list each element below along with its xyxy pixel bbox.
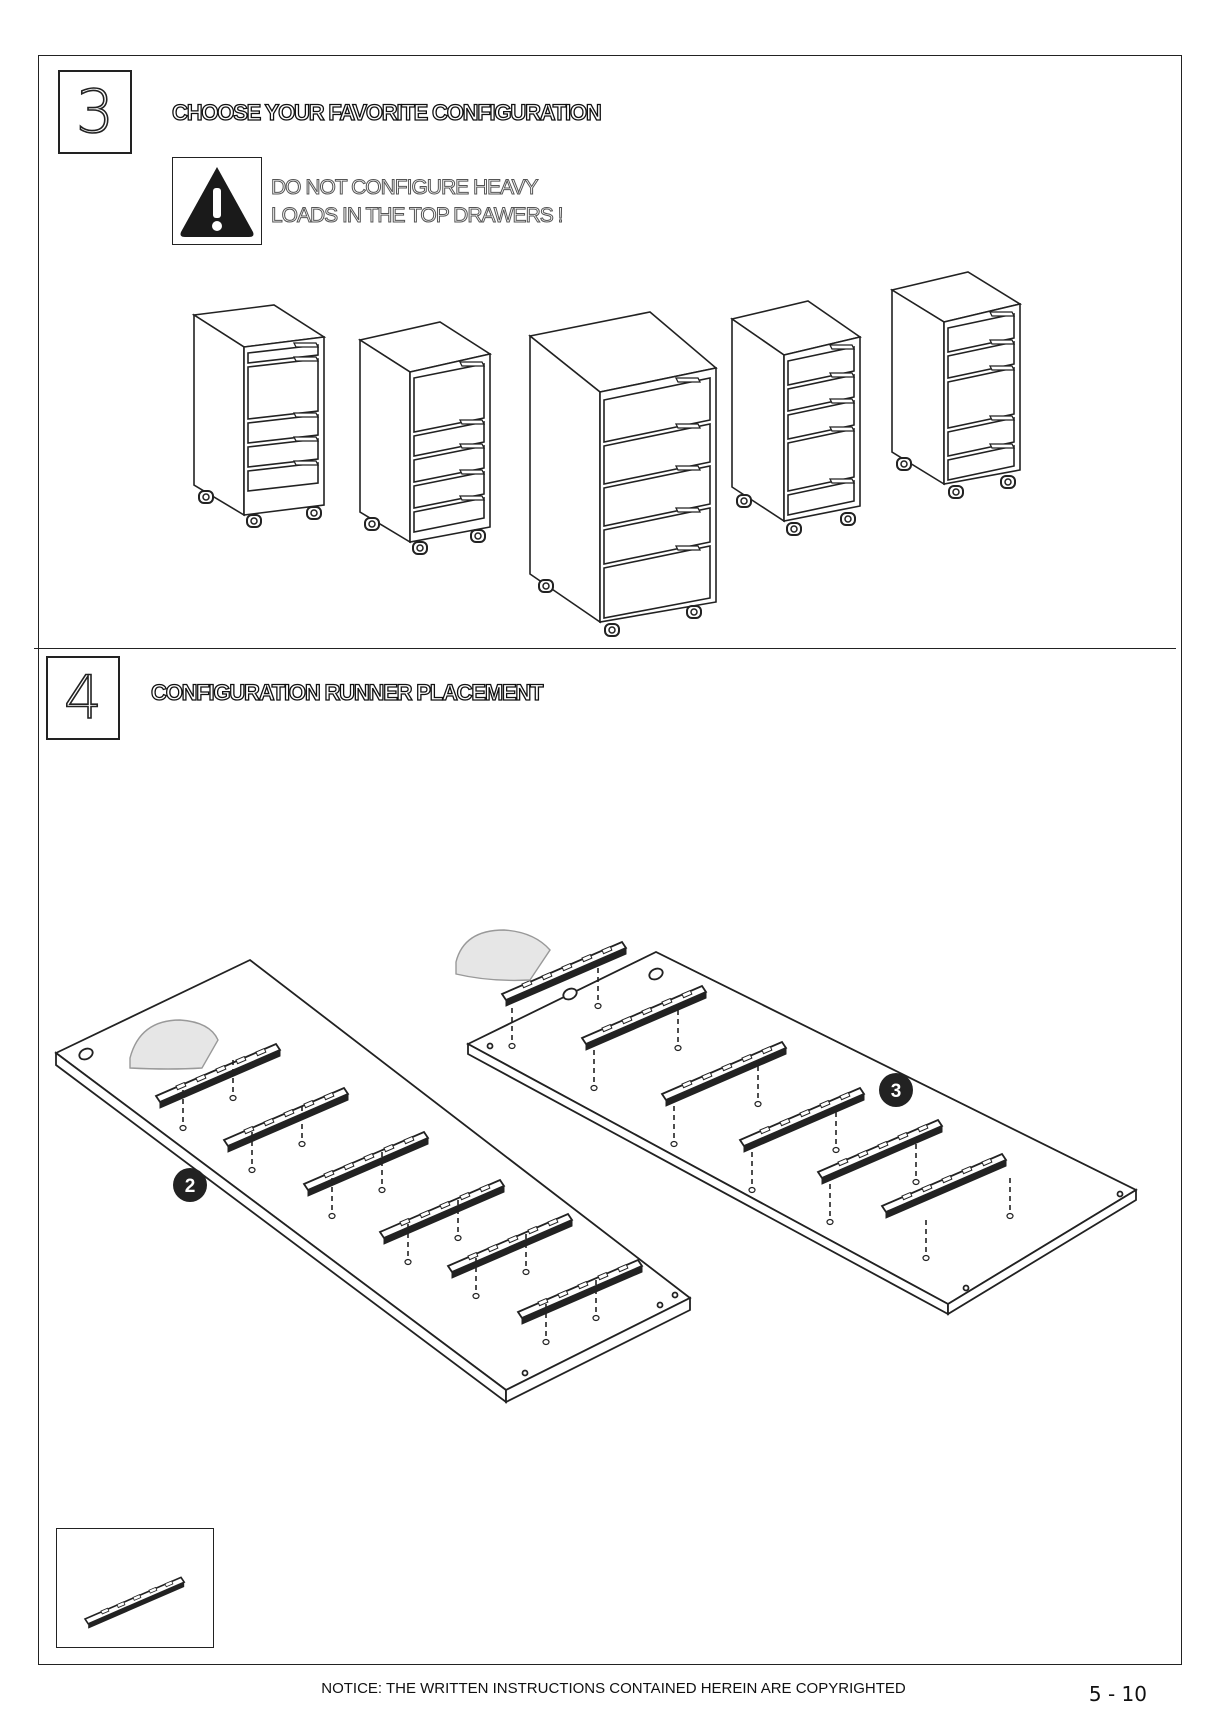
panel-2-label-text: 2: [185, 1176, 196, 1197]
runner-placement-diagram: 2 3: [50, 910, 1150, 1430]
step-3-title: CHOOSE YOUR FAVORITE CONFIGURATION: [172, 100, 601, 126]
cabinet-configurations: [180, 260, 1060, 640]
page-number: 5 - 10: [1089, 1682, 1147, 1706]
runner-detail-box: [56, 1528, 214, 1648]
cabinet-4: [732, 301, 860, 535]
copyright-notice: NOTICE: THE WRITTEN INSTRUCTIONS CONTAIN…: [0, 1680, 1227, 1697]
hand-right: [456, 930, 550, 980]
cabinet-1: [194, 305, 324, 527]
panel-3-label-text: 3: [891, 1081, 902, 1102]
section-divider: [34, 648, 1176, 649]
warning-line-1: DO NOT CONFIGURE HEAVY: [271, 174, 562, 202]
step-4-title: CONFIGURATION RUNNER PLACEMENT: [151, 680, 542, 706]
cabinet-2: [360, 322, 490, 554]
warning-triangle-icon: [173, 158, 261, 244]
cabinet-5: [892, 272, 1020, 498]
warning-text: DO NOT CONFIGURE HEAVY LOADS IN THE TOP …: [271, 174, 562, 230]
warning-line-2: LOADS IN THE TOP DRAWERS !: [271, 202, 562, 230]
step-3-number: 3: [58, 70, 132, 154]
cabinet-3: [530, 312, 716, 636]
panel-2-label: 2: [173, 1168, 207, 1202]
runner-detail-icon: [57, 1529, 213, 1647]
warning-box: [172, 157, 262, 245]
step-4-number: 4: [46, 656, 120, 740]
panel-3-label: 3: [879, 1073, 913, 1107]
